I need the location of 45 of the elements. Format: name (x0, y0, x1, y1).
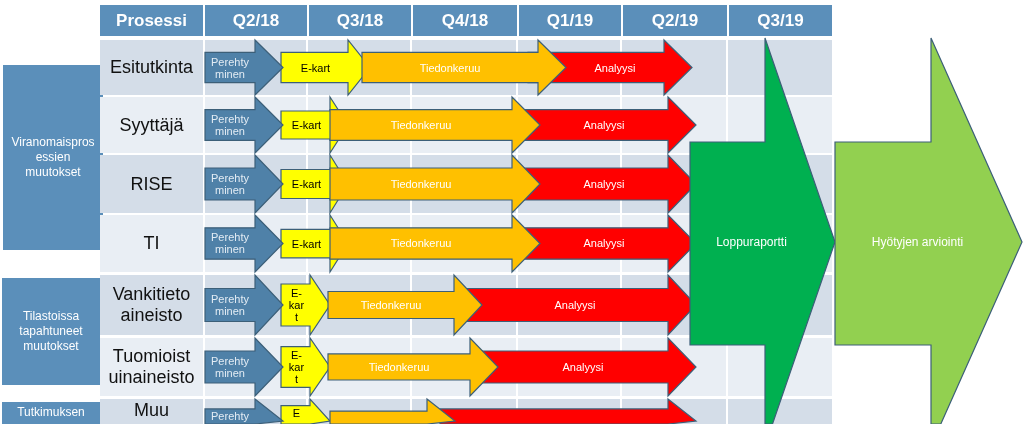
arrow-label: Perehty minen (210, 54, 250, 82)
category-box: Tilastoissa tapahtuneet muutokset (2, 278, 100, 385)
column-header: Q3/18 (309, 5, 411, 36)
arrow-label: Tiedonkeruu (389, 118, 453, 133)
arrow-label: Analyysi (582, 118, 626, 133)
arrow-label: Analyysi (593, 60, 637, 76)
arrow-label: E-kart (299, 60, 332, 76)
arrow-label: Analyysi (553, 298, 597, 313)
row-label: Vankitieto aineisto (100, 275, 203, 335)
row-label: Muu (100, 399, 203, 424)
arrow-label: Tiedonkeruu (389, 177, 453, 192)
arrow-label: E (291, 406, 302, 420)
row-label: Tuomioist uinaineisto (100, 338, 203, 396)
arrow-label: Perehty minen (210, 230, 250, 258)
row-label: Esitutkinta (100, 40, 203, 95)
arrow-label: Analyysi (561, 360, 605, 375)
arrow-label: Tiedonkeruu (359, 298, 423, 313)
column-header: Q3/19 (729, 5, 832, 36)
arrow-label: Perehty minen (210, 292, 250, 319)
arrow-label: Tiedonkeruu (367, 360, 431, 375)
arrow-label: Hyötyjen arviointi (870, 234, 965, 251)
row-label: TI (100, 215, 203, 272)
row-label: Syyttäjä (100, 97, 203, 153)
row-label: RISE (100, 155, 203, 213)
arrow-label: E-kart (290, 236, 323, 252)
arrow-label: Analyysi (582, 177, 626, 192)
arrow-label: Tiedonkeruu (389, 236, 453, 252)
category-box: Tutkimuksen (2, 402, 100, 424)
arrow-label: Analyysi (582, 236, 626, 252)
arrow-label: Perehty (210, 409, 250, 423)
category-box: Viranomaispros essien muutokset (3, 65, 103, 250)
arrow-label: E- kar t (287, 286, 306, 325)
arrow-label: Perehty minen (210, 112, 250, 139)
arrow-label: E-kart (290, 118, 323, 133)
column-header: Q4/18 (413, 5, 517, 36)
column-header: Q2/19 (623, 5, 727, 36)
arrow-label: Perehty minen (210, 354, 250, 381)
arrow-label: Tiedonkeruu (418, 60, 482, 76)
arrow-label: E-kart (290, 177, 323, 192)
column-header: Q1/19 (519, 5, 621, 36)
column-header: Prosessi (100, 5, 203, 36)
arrow-label: Loppuraportti (715, 234, 788, 251)
arrow-label: Perehty minen (210, 171, 250, 198)
arrow-label: E- kar t (287, 348, 306, 387)
column-header: Q2/18 (205, 5, 307, 36)
